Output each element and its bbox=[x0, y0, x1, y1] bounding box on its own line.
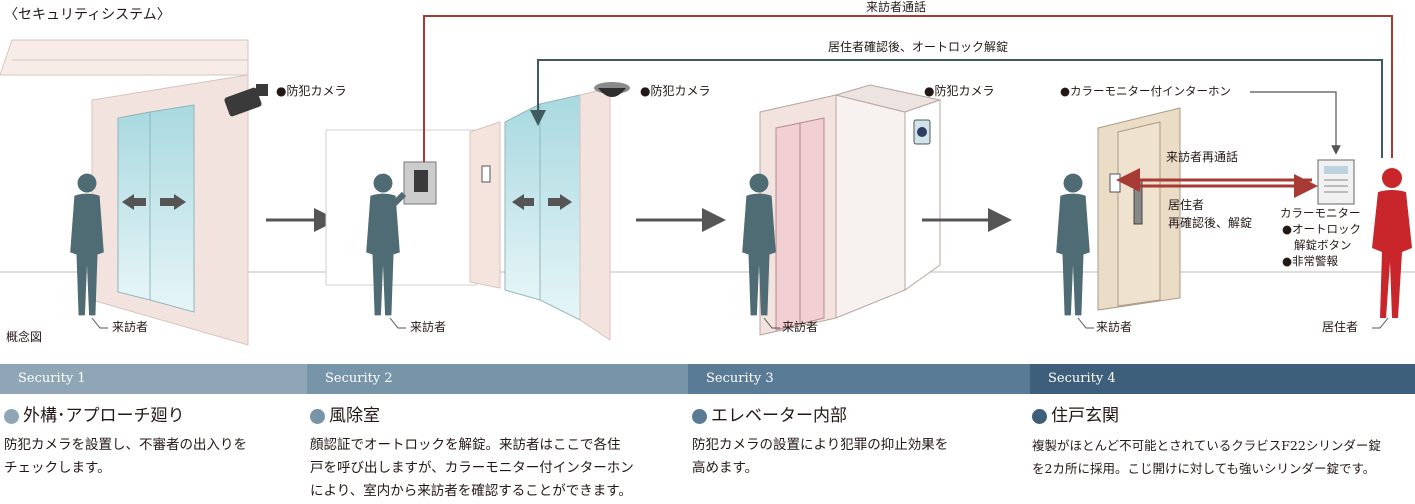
reconfirm-label-2: 再確認後、解錠 bbox=[1168, 216, 1253, 230]
security-bar-4: Security 4 bbox=[1030, 364, 1415, 394]
intercom-pointer-line bbox=[1250, 91, 1341, 155]
section-4-description: 複製がほとんど不可能とされているクラビスF22シリンダー錠 を2カ所に採用。こじ… bbox=[1032, 438, 1381, 476]
visitor-label-1: 来訪者 bbox=[112, 320, 149, 334]
door-arrow-right-icon bbox=[160, 194, 186, 210]
resident-label: 居住者 bbox=[1322, 320, 1359, 334]
scene-1-entrance bbox=[0, 39, 268, 346]
diagram-illustration bbox=[0, 15, 1415, 346]
security-bar-3: Security 3 bbox=[688, 364, 1030, 394]
section-3-dot-icon bbox=[692, 408, 707, 424]
confirm-unlock-label: 居住者確認後、オートロック解錠 bbox=[828, 40, 1009, 54]
visitor-label-4: 来訪者 bbox=[1096, 320, 1133, 334]
security-bar-2: Security 2 bbox=[307, 364, 688, 394]
resident-silhouette bbox=[1372, 168, 1412, 318]
diagram-title: 〈セキュリティシステム〉 bbox=[4, 7, 171, 23]
section-2-title: 風除室 bbox=[310, 404, 380, 428]
concept-label: 概念図 bbox=[6, 330, 43, 344]
security-camera-icon bbox=[224, 84, 268, 117]
intercom-label: ●カラーモニター付インターホン bbox=[1060, 84, 1232, 98]
section-1-title: 外構･アプローチ廻り bbox=[4, 404, 185, 428]
section-3-description: 防犯カメラの設置により犯罪の抑止効果を 高めます。 bbox=[692, 437, 949, 476]
monitor-label-2: ●オートロック bbox=[1282, 222, 1362, 236]
reconfirm-label-1: 居住者 bbox=[1168, 198, 1205, 212]
section-4-title: 住戸玄関 bbox=[1032, 404, 1119, 428]
visitor-call-label: 来訪者通話 bbox=[866, 0, 927, 14]
visitor-silhouette-4 bbox=[1056, 173, 1090, 316]
section-1-dot-icon bbox=[4, 408, 19, 424]
scene-2-vestibule bbox=[325, 82, 630, 341]
security-bar-1: Security 1 bbox=[0, 364, 307, 394]
scene-4-front-door bbox=[1056, 107, 1412, 329]
recall-label: 来訪者再通話 bbox=[1166, 150, 1239, 164]
camera-label-3: ●防犯カメラ bbox=[924, 84, 995, 98]
security-system-diagram: 〈セキュリティシステム〉 概念図 来訪者通話 居住者確認後、オートロック解錠 来… bbox=[0, 0, 1415, 346]
visitor-label-3: 来訪者 bbox=[782, 320, 819, 334]
door-arrow-left-icon bbox=[122, 194, 146, 210]
visitor-call-line bbox=[423, 15, 1393, 162]
scene-3-elevator bbox=[742, 84, 942, 336]
section-3-title: エレベーター内部 bbox=[692, 404, 847, 428]
monitor-label-3: 解錠ボタン bbox=[1294, 238, 1352, 252]
camera-label-1: ●防犯カメラ bbox=[276, 84, 347, 98]
dome-camera-icon bbox=[594, 82, 630, 97]
section-1-description: 防犯カメラを設置し、不審者の出入りを チェックします。 bbox=[4, 437, 247, 476]
section-2-dot-icon bbox=[310, 408, 325, 424]
monitor-label-4: ●非常警報 bbox=[1282, 254, 1339, 268]
monitor-label-1: カラーモニター bbox=[1280, 206, 1361, 220]
camera-label-2: ●防犯カメラ bbox=[640, 84, 711, 98]
section-2-description: 顔認証でオートロックを解錠。来訪者はここで各住 戸を呼び出しますが、カラーモニタ… bbox=[310, 437, 634, 499]
section-4-dot-icon bbox=[1032, 408, 1047, 424]
visitor-label-2: 来訪者 bbox=[410, 320, 447, 334]
entrance-glass-door-right bbox=[149, 104, 195, 313]
confirm-unlock-line bbox=[530, 59, 1383, 158]
